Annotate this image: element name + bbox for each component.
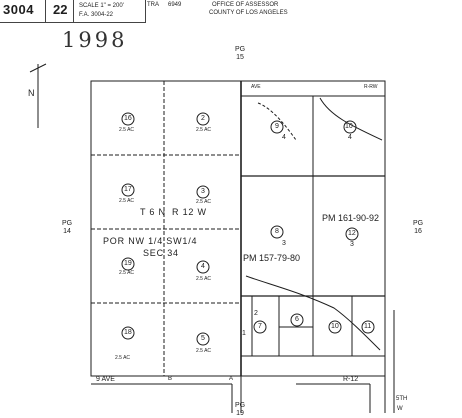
parcel-2-acres: 2.5 AC <box>196 127 212 133</box>
parcel-circle-2 <box>196 112 210 126</box>
page-ref-east-label: PG <box>412 220 424 227</box>
year-stamp: 1998 <box>62 28 128 52</box>
parcel-19-acres: 2.5 AC <box>119 270 135 276</box>
parcel-10b-number: 10 <box>331 323 339 330</box>
fa-label: F.A. 3004-22 <box>79 12 114 18</box>
parcel-18-acres: 2.5 AC <box>115 355 131 361</box>
parcel-circle-17 <box>121 183 135 197</box>
parcel-circle-9 <box>270 120 284 134</box>
wash-curve-south <box>245 275 381 351</box>
parcel-16-number: 16 <box>124 115 132 122</box>
parcel-map-label-2: PM 157-79-80 <box>243 253 301 263</box>
office-line2: COUNTY OF LOS ANGELES <box>209 10 288 16</box>
header-divider <box>145 0 146 22</box>
lot-2-label: 2 <box>254 310 258 317</box>
tra-value: 6949 <box>168 2 182 8</box>
parcel-circle-11 <box>361 320 375 334</box>
header-strip: 3004 22 SCALE 1" = 200' F.A. 3004-22 TRA… <box>0 0 462 24</box>
page-ref-west[interactable]: PG 14 <box>57 220 77 236</box>
parcel-12-number: 12 <box>348 230 356 237</box>
lot-1-label: 1 <box>242 330 246 337</box>
page-ref-north[interactable]: PG 15 <box>230 46 250 62</box>
page-ref-south-num: 19 <box>236 410 244 417</box>
parcel-map-label-1: PM 161-90-92 <box>322 213 380 223</box>
book-box <box>0 0 46 23</box>
township-label: T 6 N <box>140 207 166 217</box>
scale-label: SCALE 1" = 200' <box>79 3 124 9</box>
parcel-8-number: 8 <box>275 228 279 235</box>
parcel-2-number: 2 <box>201 115 205 122</box>
parcel-circle-4 <box>196 260 210 274</box>
parcel-circle-10b <box>328 320 342 334</box>
parcel-circle-16 <box>121 112 135 126</box>
book-number: 3004 <box>3 2 34 17</box>
page-ref-south[interactable]: PG 19 <box>230 402 250 418</box>
parcel-12-sub: 3 <box>350 241 354 248</box>
parcel-3-number: 3 <box>201 188 205 195</box>
page-ref-east[interactable]: PG 16 <box>408 220 428 236</box>
parcel-18-number: 18 <box>124 329 132 336</box>
parcel-17-acres: 2.5 AC <box>119 198 135 204</box>
page-ref-south-label: PG <box>234 402 246 409</box>
parcel-10-sub: 4 <box>348 134 352 141</box>
wash-curve-north <box>319 97 383 141</box>
compass-north-letter: N <box>28 88 35 98</box>
section-por-line: POR NW 1/4 SW1/4 <box>103 236 198 246</box>
parcel-circle-6 <box>290 313 304 327</box>
street-south-b: B <box>168 376 173 382</box>
section-sec-line: SEC 34 <box>143 248 179 258</box>
parcel-9-number: 9 <box>275 123 279 130</box>
parcel-19-number: 19 <box>124 260 132 267</box>
parcel-circle-10a <box>343 120 357 134</box>
parcel-4-number: 4 <box>201 263 205 270</box>
street-r12: R-12 <box>343 376 359 383</box>
parcel-16-acres: 2.5 AC <box>119 127 135 133</box>
page-ref-west-num: 14 <box>63 228 71 235</box>
parcel-circle-8 <box>270 225 284 239</box>
parcel-5-acres: 2.5 AC <box>196 348 212 354</box>
street-fifth: 5TH <box>396 396 408 402</box>
page-number: 22 <box>53 2 68 17</box>
parcel-circle-5 <box>196 332 210 346</box>
tra-label: TRA <box>147 2 159 8</box>
parcel-8-sub: 3 <box>282 240 286 247</box>
range-label: R 12 W <box>172 207 207 217</box>
street-north-ave: AVE <box>251 84 261 90</box>
parcel-circle-18 <box>121 326 135 340</box>
parcel-11-number: 11 <box>364 323 372 330</box>
page-box <box>45 0 74 23</box>
parcel-circle-12 <box>345 227 359 241</box>
parcel-circle-19 <box>121 257 135 271</box>
parcel-6-number: 6 <box>295 316 299 323</box>
easement-curve <box>257 102 297 141</box>
north-arrow-tip <box>29 63 47 73</box>
parcel-7-number: 7 <box>258 323 262 330</box>
parcel-circle-3 <box>196 185 210 199</box>
parcel-circle-7 <box>253 320 267 334</box>
parcel-4-acres: 2.5 AC <box>196 276 212 282</box>
street-ranch: R-RW <box>364 84 378 90</box>
parcel-3-acres: 2.5 AC <box>196 199 212 205</box>
page-ref-west-label: PG <box>61 220 73 227</box>
office-line1: OFFICE OF ASSESSOR <box>212 2 279 8</box>
street-south-ave: 9 AVE <box>96 376 115 383</box>
parcel-5-number: 5 <box>201 335 205 342</box>
parcel-9-sub: 4 <box>282 134 286 141</box>
page-ref-east-num: 16 <box>414 228 422 235</box>
page-ref-north-label: PG <box>234 46 246 53</box>
page-ref-north-num: 15 <box>236 54 244 61</box>
parcel-10-number: 10 <box>345 123 353 130</box>
street-south-a: A <box>229 376 234 382</box>
street-west: W <box>397 406 403 412</box>
parcel-17-number: 17 <box>124 186 132 193</box>
